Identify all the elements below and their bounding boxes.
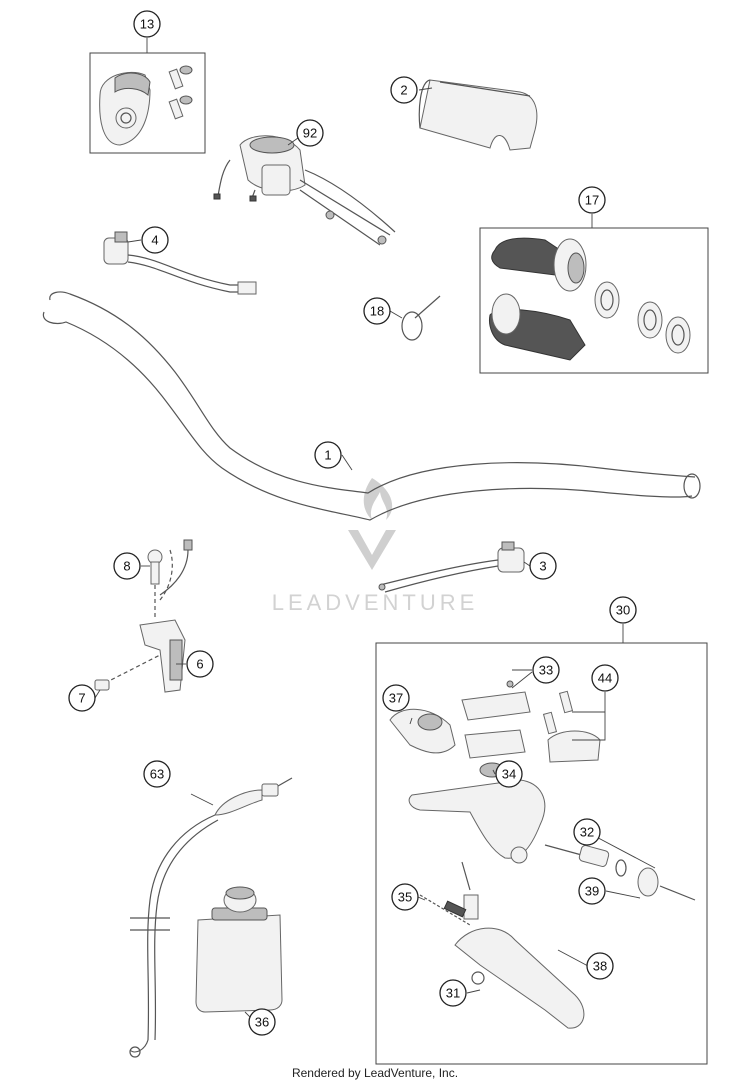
callout-38: 38	[586, 952, 614, 980]
svg-text:31: 31	[446, 986, 460, 1001]
part-17-box	[479, 227, 709, 374]
callout-3: 3	[529, 552, 557, 580]
handlebar-pad	[418, 79, 538, 151]
svg-text:30: 30	[616, 603, 630, 618]
callout-4: 4	[141, 226, 169, 254]
cable-tie	[401, 295, 441, 341]
watermark-text: LEADVENTURE	[272, 590, 479, 615]
svg-text:32: 32	[580, 825, 594, 840]
switch-housing-group	[89, 52, 206, 154]
svg-text:4: 4	[151, 233, 158, 248]
svg-text:38: 38	[593, 959, 607, 974]
svg-text:18: 18	[370, 304, 384, 319]
indicator-bracket-group	[94, 539, 193, 693]
callout-63: 63	[143, 760, 171, 788]
svg-text:92: 92	[303, 126, 317, 141]
svg-text:36: 36	[255, 1015, 269, 1030]
callout-13: 13	[133, 10, 161, 38]
svg-text:17: 17	[585, 193, 599, 208]
callout-35: 35	[391, 883, 419, 911]
callout-92: 92	[296, 119, 324, 147]
svg-text:39: 39	[585, 884, 599, 899]
callout-1: 1	[314, 441, 342, 469]
callout-7: 7	[68, 684, 96, 712]
callout-39: 39	[578, 877, 606, 905]
svg-text:6: 6	[196, 657, 203, 672]
callout-17: 17	[578, 186, 606, 214]
callout-32: 32	[573, 818, 601, 846]
svg-text:3: 3	[539, 559, 546, 574]
callout-33: 33	[532, 656, 560, 684]
callout-2: 2	[390, 76, 418, 104]
callout-18: 18	[363, 297, 391, 325]
callout-30: 30	[609, 596, 637, 624]
part-13-box	[89, 52, 206, 154]
callout-8: 8	[113, 552, 141, 580]
callout-34: 34	[495, 760, 523, 788]
svg-text:2: 2	[400, 83, 407, 98]
hot-start-cable	[129, 777, 293, 1058]
callout-36: 36	[248, 1008, 276, 1036]
callout-6: 6	[186, 650, 214, 678]
kill-switch	[103, 231, 257, 295]
brake-fluid-bottle	[195, 886, 283, 1013]
leader-lines	[94, 38, 656, 1023]
svg-text:35: 35	[398, 890, 412, 905]
handlebar	[42, 291, 701, 521]
callout-31: 31	[439, 979, 467, 1007]
leadventure-watermark: LEADVENTURE	[272, 478, 479, 615]
grip-set-group	[479, 227, 709, 374]
svg-text:63: 63	[150, 767, 164, 782]
rendered-by-footer: Rendered by LeadVenture, Inc.	[291, 1066, 459, 1080]
svg-text:44: 44	[598, 671, 612, 686]
throttle-assembly	[213, 135, 396, 246]
svg-text:1: 1	[324, 448, 331, 463]
svg-text:33: 33	[539, 663, 553, 678]
svg-text:8: 8	[123, 559, 130, 574]
callout-44: 44	[591, 664, 619, 692]
master-cylinder-group	[375, 642, 708, 1065]
svg-text:34: 34	[502, 767, 516, 782]
svg-text:7: 7	[78, 691, 85, 706]
start-button-switch	[378, 541, 525, 593]
svg-text:13: 13	[140, 17, 154, 32]
callout-37: 37	[382, 684, 410, 712]
part-30-box	[375, 642, 708, 1065]
svg-text:37: 37	[389, 691, 403, 706]
